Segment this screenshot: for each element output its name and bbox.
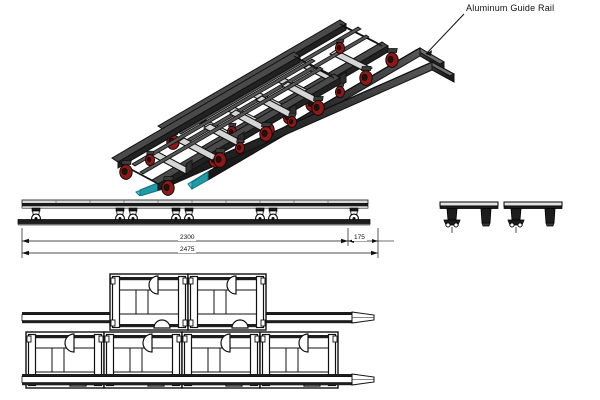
front-elevation-view <box>14 194 394 242</box>
dimension-175: 175 <box>352 234 367 241</box>
dim-line-2475 <box>22 250 378 256</box>
end-elevation-view <box>438 198 568 244</box>
plan-frame-row-upper <box>109 273 267 331</box>
end-section-2 <box>503 201 563 234</box>
plan-guide-rail-upper <box>21 311 375 324</box>
isometric-assembly-view <box>40 0 460 196</box>
plan-frame <box>109 273 189 331</box>
beam-dark-band <box>21 203 369 207</box>
dimension-layer <box>0 228 600 264</box>
end-section-1 <box>439 201 499 234</box>
plan-frame <box>187 273 267 331</box>
dimension-2300: 2300 <box>178 234 197 241</box>
aluminum-guide-rail-label: Aluminum Guide Rail <box>466 3 555 13</box>
beam-top-face <box>21 199 369 204</box>
ground-guide-rail <box>17 219 371 225</box>
dim-line-2300 <box>22 238 348 244</box>
dimension-2475: 2475 <box>178 246 197 253</box>
plan-guide-rail-lower <box>21 373 375 386</box>
trolley-row-near <box>111 51 341 196</box>
plan-view <box>8 270 394 396</box>
